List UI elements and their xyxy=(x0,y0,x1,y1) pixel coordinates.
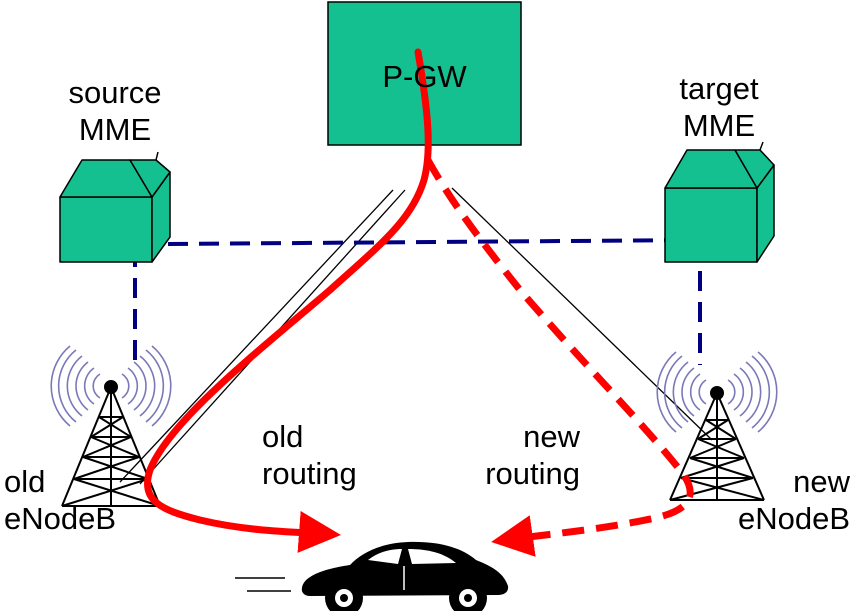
new-routing-label-line1: new xyxy=(523,419,580,454)
new-routing-path xyxy=(424,158,694,557)
old-enodeb-label-line2: eNodeB xyxy=(4,501,117,536)
pgw-old-enodeb-link xyxy=(119,189,394,483)
source-mme-house-icon xyxy=(59,151,171,263)
motion-lines xyxy=(235,577,291,592)
target-mme-house-icon xyxy=(664,141,775,263)
old-routing-label: old routing xyxy=(262,418,357,492)
new-routing-label: new routing xyxy=(450,418,580,492)
pgw-label-text: P-GW xyxy=(382,59,467,94)
new-enodeb-label-line2: eNodeB xyxy=(737,501,850,536)
target-mme-label-line1: target xyxy=(679,71,759,106)
source-mme-label-line1: source xyxy=(68,75,162,110)
old-enodeb-label: old eNodeB xyxy=(4,463,116,537)
old-routing-path xyxy=(144,48,432,553)
old-enodeb-label-line1: old xyxy=(4,464,46,499)
target-mme-label-line2: MME xyxy=(682,108,756,143)
new-enodeb-label: new eNodeB xyxy=(700,463,850,537)
new-routing-label-line2: routing xyxy=(485,456,580,491)
old-routing-label-line2: routing xyxy=(262,456,357,491)
target-mme-label: target MME xyxy=(654,70,784,144)
pgw-label: P-GW xyxy=(328,58,521,95)
backhaul-links xyxy=(119,187,713,485)
old-enodeb-radio-waves-icon xyxy=(50,345,172,427)
mme-to-mme-signaling xyxy=(167,238,701,246)
pgw-new-enodeb-link xyxy=(451,187,713,441)
new-enodeb-radio-waves-icon xyxy=(656,351,778,433)
new-enodeb-label-line1: new xyxy=(793,464,850,499)
source-mme-label: source MME xyxy=(50,74,180,148)
old-enodeb-radio-tower-icon xyxy=(61,380,161,507)
old-routing-label-line1: old xyxy=(262,419,304,454)
source-mme-label-line2: MME xyxy=(78,112,152,147)
new-enodeb-radio-tower-icon xyxy=(669,386,765,501)
ue-car-icon xyxy=(301,541,509,611)
